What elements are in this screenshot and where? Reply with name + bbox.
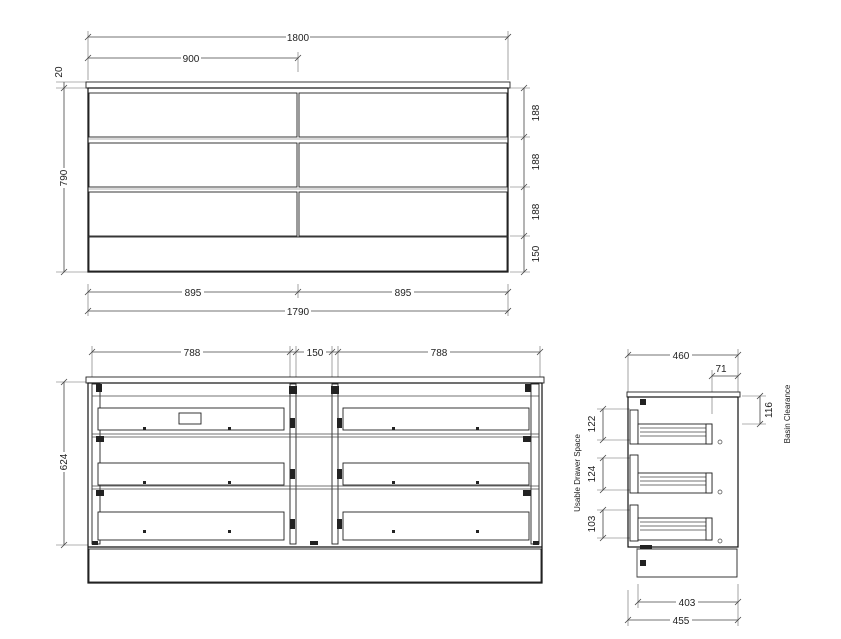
dim-label-403: 403	[679, 598, 696, 609]
drawer-box-2-left	[97, 462, 285, 486]
side-worktop	[626, 391, 741, 398]
dim-basin-clearance: 116 Basin Clearance	[742, 384, 792, 443]
dim-label-895-left: 895	[185, 288, 202, 299]
right-side-panel	[530, 383, 540, 545]
interior-elevation: 788 150 788 624	[56, 346, 545, 584]
drawer-front-3-right	[298, 191, 508, 237]
dim-depth: 460	[624, 349, 742, 392]
dim-offset: 71	[708, 364, 742, 414]
dim-label-788-right: 788	[431, 348, 448, 359]
dim-drawer-heights: 188 188 188 150	[510, 84, 542, 276]
dim-top-thickness: 20	[54, 66, 88, 89]
drawer-box-3-left	[97, 511, 285, 541]
dim-label-455: 455	[673, 616, 690, 627]
dim-label-900: 900	[183, 54, 200, 65]
dim-label-150-gap: 150	[307, 348, 324, 359]
drawer-box-1-right	[342, 407, 530, 431]
dim-label-drawer-1: 188	[531, 104, 542, 121]
dim-label-103: 103	[587, 515, 598, 532]
dim-label-788-left: 788	[184, 348, 201, 359]
centre-panel-left	[289, 383, 297, 545]
usable-drawer-space-label: Usable Drawer Space	[573, 434, 582, 512]
interior-kick	[88, 548, 542, 583]
dim-internal-height: 624	[56, 378, 88, 549]
dim-overall-width: 1800	[84, 30, 512, 80]
dim-label-20: 20	[54, 66, 65, 78]
dim-usable-heights: 122 124 103	[587, 405, 630, 542]
drawer-front-1-right	[298, 92, 508, 138]
dim-label-624: 624	[59, 453, 70, 470]
side-drawers	[629, 399, 723, 566]
dim-label-124: 124	[587, 465, 598, 482]
dim-label-drawer-2: 188	[531, 153, 542, 170]
drawer-front-3-left	[88, 191, 298, 237]
dim-label-895-right: 895	[395, 288, 412, 299]
dim-label-460: 460	[673, 351, 690, 362]
front-elevation: 1800 900 20 790	[54, 30, 542, 318]
dim-interior-bays: 788 150 788	[88, 346, 544, 378]
worktop	[85, 81, 511, 89]
side-section: 460 71 116 Basin Clearance Usable Drawer…	[573, 349, 792, 627]
centre-panel-right	[331, 383, 339, 545]
dim-label-1790: 1790	[287, 307, 310, 318]
fittings	[92, 384, 539, 545]
carcass-front	[87, 87, 509, 273]
dim-bottom-depths: 403 455	[624, 584, 742, 627]
dim-label-1800: 1800	[287, 33, 310, 44]
dim-label-kick: 150	[531, 245, 542, 262]
dim-label-122: 122	[587, 415, 598, 432]
drawer-front-2-right	[298, 142, 508, 188]
basin-clearance-label: Basin Clearance	[783, 384, 792, 443]
dim-label-71: 71	[715, 364, 727, 375]
dim-overall-height: 790	[56, 84, 88, 276]
dim-drawer-widths: 895 895 1790	[84, 284, 512, 318]
drawer-front-2-left	[88, 142, 298, 188]
dim-label-116: 116	[764, 402, 775, 418]
cutout-plate	[178, 412, 202, 425]
drawer-box-3-right	[342, 511, 530, 541]
interior-worktop	[85, 376, 545, 384]
side-carcass	[627, 396, 739, 548]
dim-half-width: 900	[84, 52, 302, 72]
drawer-box-2-right	[342, 462, 530, 486]
dim-label-drawer-3: 188	[531, 203, 542, 220]
dim-label-790: 790	[59, 169, 70, 186]
interior-carcass	[87, 382, 543, 584]
drawer-front-1-left	[88, 92, 298, 138]
kick-panel	[88, 236, 508, 272]
side-kick	[636, 548, 738, 578]
